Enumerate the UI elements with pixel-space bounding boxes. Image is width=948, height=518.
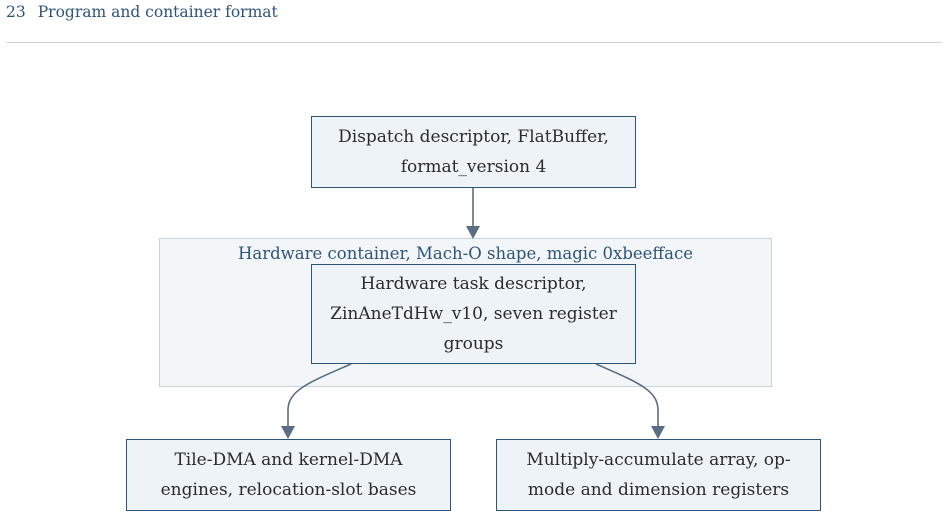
header-divider [6,42,942,43]
edge-dispatch-to-task-arrowhead [466,226,480,239]
mac-array-node: Multiply-accumulate array, op-mode and d… [496,439,821,511]
edge-task-to-dma-arrowhead [281,426,295,439]
edge-task-to-dma [287,363,352,428]
dispatch-descriptor-node: Dispatch descriptor, FlatBuffer, format_… [311,116,636,188]
edge-task-to-mac [595,363,659,428]
section-title: Program and container format [37,3,278,21]
mac-array-label: Multiply-accumulate array, op-mode and d… [526,450,791,500]
hardware-container-label: Hardware container, Mach-O shape, magic … [238,244,693,263]
hardware-task-descriptor-label: Hardware task descriptor, ZinAneTdHw_v10… [330,274,617,354]
dma-engines-label: Tile-DMA and kernel-DMA engines, relocat… [160,450,417,500]
dma-engines-node: Tile-DMA and kernel-DMA engines, relocat… [126,439,451,511]
edge-task-to-mac-arrowhead [651,426,665,439]
hardware-task-descriptor-node: Hardware task descriptor, ZinAneTdHw_v10… [311,264,636,364]
page-number: 23 [6,3,26,21]
dispatch-descriptor-label: Dispatch descriptor, FlatBuffer, format_… [338,127,609,177]
page-header: 23 Program and container format [6,3,278,21]
